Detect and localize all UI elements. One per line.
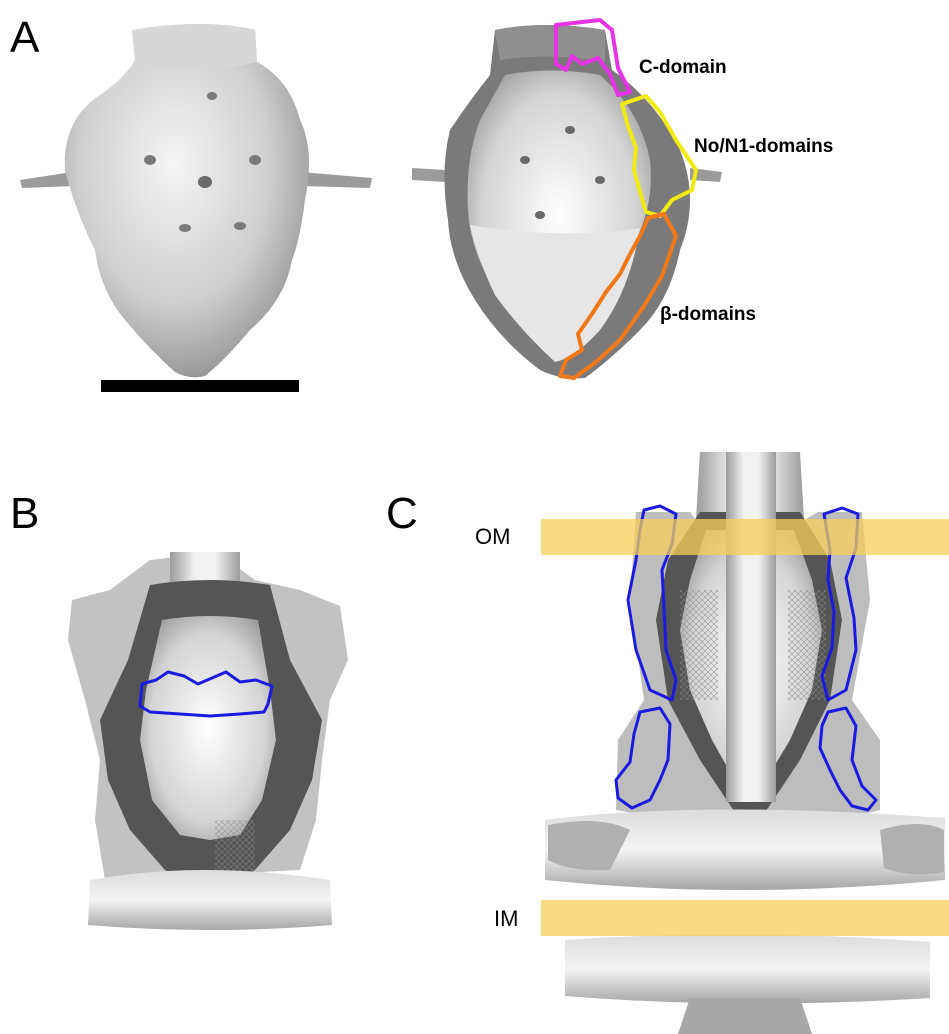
a-left-pore: [198, 176, 212, 188]
label-beta-domains: β-domains: [660, 304, 756, 325]
scale-bar: [101, 380, 299, 392]
a-left-pore: [144, 155, 156, 165]
a-left-map-body: [65, 24, 309, 377]
a-right-side-spike: [300, 172, 372, 188]
c-bottom-stalk: [678, 998, 812, 1034]
label-im: IM: [494, 906, 518, 931]
a-left-top-cap: [132, 24, 257, 69]
c-central-tube: [726, 452, 776, 802]
c-mesh-right: [788, 590, 826, 700]
a-right-top-rim: [495, 25, 605, 62]
a-right-pore: [535, 211, 545, 219]
im-membrane-band: [541, 900, 949, 936]
c-ring-right-arc: [880, 824, 944, 874]
panel-a-surface-view: [20, 24, 372, 377]
a-right-pore: [595, 176, 605, 184]
a-right-side-spike: [412, 168, 445, 182]
a-right-pore: [520, 156, 530, 164]
panel-letter-b: B: [10, 489, 39, 538]
b-bottom-ring: [88, 870, 332, 930]
a-right-pore: [565, 126, 575, 134]
panel-c-cutaway-view: [541, 452, 949, 1034]
panel-b-cutaway-view: [68, 552, 348, 930]
a-left-pore: [234, 222, 246, 230]
c-mesh-left: [680, 590, 718, 700]
b-inner-cavity: [140, 616, 276, 840]
a-left-pore: [207, 92, 217, 100]
panel-letter-c: C: [386, 489, 418, 538]
a-left-pore: [179, 224, 191, 232]
panel-letter-a: A: [10, 13, 40, 62]
om-membrane-band: [541, 519, 949, 555]
label-no-n1-domains: No/N1-domains: [694, 136, 833, 157]
a-left-pore: [249, 155, 261, 165]
label-c-domain: C-domain: [639, 57, 727, 78]
c-lower-ring-assembly: [565, 934, 930, 1003]
b-mesh-region: [215, 820, 255, 875]
label-om: OM: [475, 524, 510, 549]
